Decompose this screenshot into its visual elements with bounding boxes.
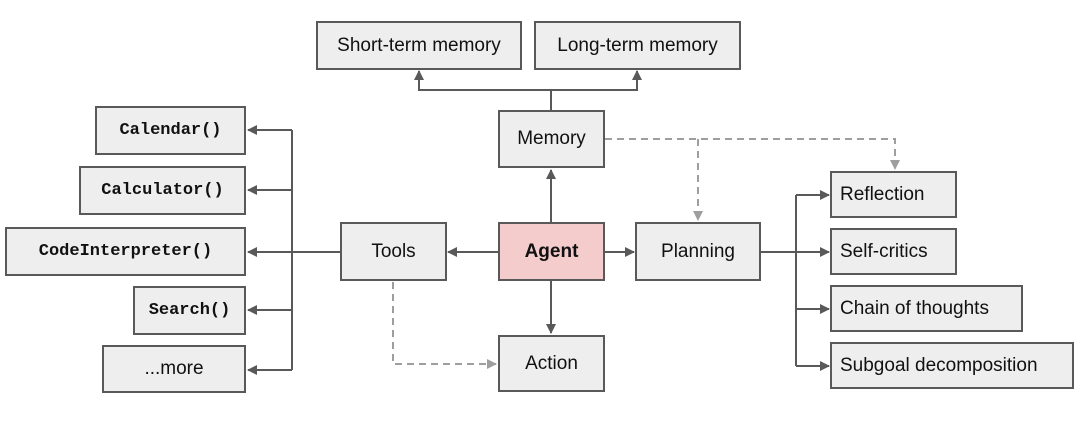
calendar-tool-node: Calendar() <box>95 106 246 155</box>
memory-node: Memory <box>498 110 605 168</box>
short-term-memory-node: Short-term memory <box>316 21 522 70</box>
planning-node: Planning <box>635 222 761 281</box>
agent-edges <box>447 169 635 334</box>
self-critics-node: Self-critics <box>830 228 957 275</box>
calculator-tool-node: Calculator() <box>79 166 246 215</box>
code-interpreter-tool-node: CodeInterpreter() <box>5 227 246 276</box>
action-node: Action <box>498 335 605 392</box>
tools-to-tool-list-edges <box>247 125 340 375</box>
long-term-memory-node: Long-term memory <box>534 21 741 70</box>
search-tool-node: Search() <box>133 286 246 335</box>
dashed-edges <box>392 138 900 369</box>
tools-node: Tools <box>340 222 447 281</box>
memory-to-memory-types-edges <box>414 70 642 110</box>
more-tools-node: ...more <box>102 345 246 393</box>
tools-to-action-dashed-edge <box>392 282 497 369</box>
planning-to-technique-edges <box>761 190 830 371</box>
chain-of-thoughts-node: Chain of thoughts <box>830 285 1023 332</box>
agent-node: Agent <box>498 222 605 281</box>
subgoal-decomposition-node: Subgoal decomposition <box>830 342 1074 389</box>
reflection-node: Reflection <box>830 171 957 218</box>
memory-to-reflection-dashed-edge <box>605 138 900 170</box>
